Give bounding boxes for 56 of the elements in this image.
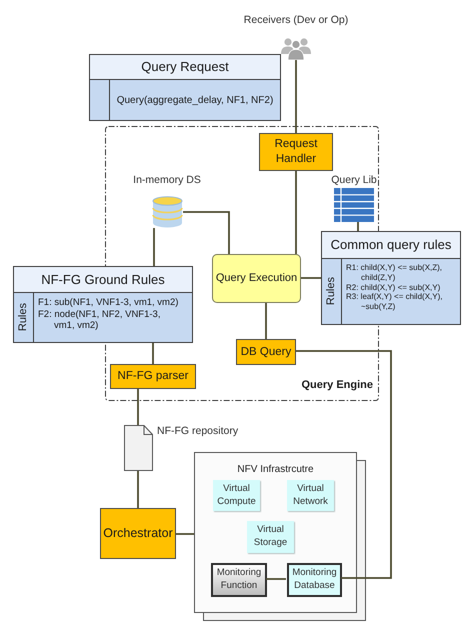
panel-title: NFV Infrastrcutre — [236, 463, 315, 477]
titled-table — [13, 266, 193, 343]
node-label: NF-FG parser — [118, 369, 188, 384]
vertical-label: Rules — [18, 303, 29, 332]
process-box — [110, 364, 196, 389]
connector-line — [357, 222, 359, 231]
node-label: Monitoring Function — [216, 567, 262, 593]
query-text: Query(aggregate_delay, NF1, NF2) — [116, 94, 274, 108]
process-box — [100, 508, 176, 559]
node-label: Virtual Network — [292, 482, 329, 508]
rule-text: R2: child(X,Y) <= sub(X,Y) — [346, 282, 440, 292]
connector-line — [296, 350, 392, 579]
rule-text: R3: leaf(X,Y) <= child(X,Y), ~sub(Y,Z) — [346, 292, 444, 312]
people-group-icon — [281, 36, 311, 60]
infrastructure-panel — [194, 452, 357, 613]
node-label: Orchestrator — [103, 525, 173, 542]
node-label: Virtual Compute — [216, 482, 257, 508]
connector-line — [266, 578, 286, 580]
icon-caption: NF-FG repository — [157, 424, 240, 439]
connector-line — [183, 211, 230, 254]
rule-text: R1: child(X,Y) <= sub(X,Z), child(Z,Y) — [346, 263, 444, 282]
connector-line — [301, 277, 321, 279]
database-icon — [152, 196, 183, 228]
node-label: Virtual Storage — [252, 524, 288, 550]
node-label: Monitoring Database — [291, 567, 338, 593]
node-label: DB Query — [240, 344, 292, 360]
connector-line — [137, 471, 139, 508]
document-icon — [124, 425, 153, 471]
group-label: Query Engine — [301, 378, 373, 392]
connector-line — [152, 343, 154, 364]
vertical-label: Rules — [326, 277, 337, 306]
connector-line — [153, 228, 155, 266]
connector-line — [176, 533, 194, 535]
table-title: NF-FG Ground Rules — [14, 267, 192, 293]
monitoring-box — [211, 563, 267, 597]
connector-line — [265, 303, 267, 339]
connector-line — [295, 171, 297, 254]
node-label: Request Handler — [274, 137, 318, 167]
table-title: Common query rules — [322, 232, 460, 259]
resource-box — [247, 521, 294, 553]
node-label: Query Execution — [216, 271, 298, 286]
connector-line — [295, 60, 297, 133]
process-box — [236, 339, 296, 365]
icon-caption: In-memory DS — [132, 173, 202, 188]
resource-box — [287, 480, 334, 511]
rule-text: F1: sub(NF1, VNF1-3, vm1, vm2) — [38, 297, 178, 309]
titled-table — [89, 54, 281, 121]
table-title: Query Request — [90, 55, 280, 80]
rule-text: F2: node(NF1, NF2, VNF1-3, vm1, vm2) — [38, 308, 162, 332]
icon-caption: Query Lib — [330, 173, 378, 188]
list-table-icon — [334, 188, 374, 222]
connector-line — [137, 389, 139, 425]
process-box — [259, 133, 333, 171]
titled-table — [321, 231, 461, 325]
rounded-process-box — [212, 254, 301, 303]
icon-caption: Receivers (Dev or Op) — [242, 13, 350, 28]
